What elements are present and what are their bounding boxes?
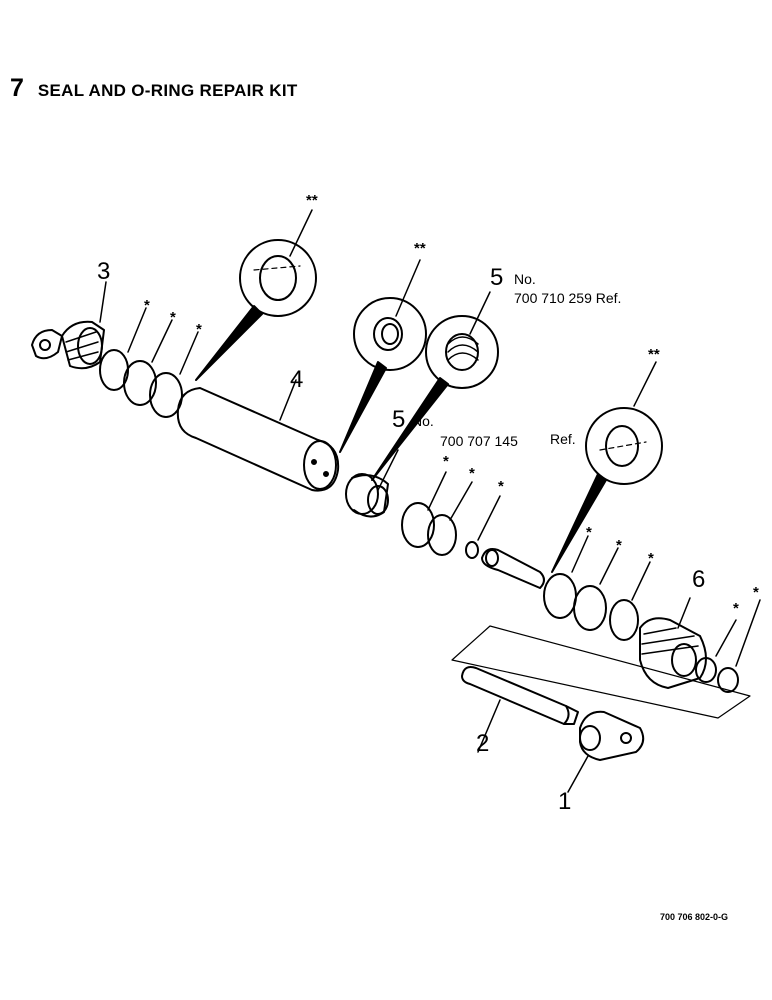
detail-bubble-piston-seal <box>339 259 427 453</box>
seal-ring-upper-1 <box>123 360 157 406</box>
asterisk-marker: * <box>469 465 475 482</box>
note-upper-number: 700 710 259 Ref. <box>514 290 622 306</box>
part-3-end-cap <box>31 320 105 370</box>
asterisk-marker: * <box>616 537 622 554</box>
double-asterisk-marker: ** <box>306 192 318 209</box>
middle-seal-rings <box>401 471 501 559</box>
callout-5-lower: 5 <box>392 406 406 433</box>
upper-seal-rings <box>99 349 183 418</box>
detail-bubble-gland-seal <box>551 361 663 573</box>
asterisk-marker: * <box>753 584 759 601</box>
callout-6: 6 <box>692 566 706 593</box>
detail-bubble-barrel-seal <box>195 209 317 381</box>
section-number: 7 <box>10 74 24 102</box>
note-lower-ref: Ref. <box>550 431 576 447</box>
callout-5-upper: 5 <box>490 264 504 291</box>
lower-seal-rings <box>543 535 651 641</box>
asterisk-marker: * <box>733 600 739 617</box>
part-2-piston-rod <box>461 666 579 753</box>
asterisk-marker: * <box>586 524 592 541</box>
callout-4: 4 <box>290 366 304 393</box>
asterisk-marker: * <box>443 453 449 470</box>
rod-segment <box>481 548 545 589</box>
end-washers <box>695 599 761 693</box>
asterisk-marker: * <box>196 321 202 338</box>
figure-id: 700 706 802-0-G <box>660 912 729 922</box>
note-upper: No. 700 710 259 Ref. <box>514 270 621 308</box>
part-5-piston <box>345 449 399 518</box>
part-1-clevis <box>567 710 645 793</box>
note-lower-no: No. <box>412 413 434 429</box>
part-4-barrel <box>176 379 340 492</box>
asterisk-marker: * <box>648 550 654 567</box>
asterisk-marker: * <box>170 309 176 326</box>
page-title: 7 SEAL AND O-RING REPAIR KIT <box>10 74 298 103</box>
asterisk-marker: * <box>498 478 504 495</box>
note-upper-no: No. <box>514 271 536 287</box>
section-title: SEAL AND O-RING REPAIR KIT <box>37 81 298 100</box>
callout-1: 1 <box>558 788 572 815</box>
double-asterisk-marker: ** <box>414 240 426 257</box>
note-lower-number: 700 707 145 <box>440 433 518 449</box>
part-6-gland <box>639 597 707 689</box>
detail-bubble-part-5 <box>371 291 499 481</box>
callout-3: 3 <box>97 258 111 285</box>
callout-2: 2 <box>476 730 490 757</box>
asterisk-marker: * <box>144 297 150 314</box>
double-asterisk-marker: ** <box>648 346 660 363</box>
group-outline <box>451 625 751 719</box>
seal-ring-upper-2 <box>149 372 183 418</box>
